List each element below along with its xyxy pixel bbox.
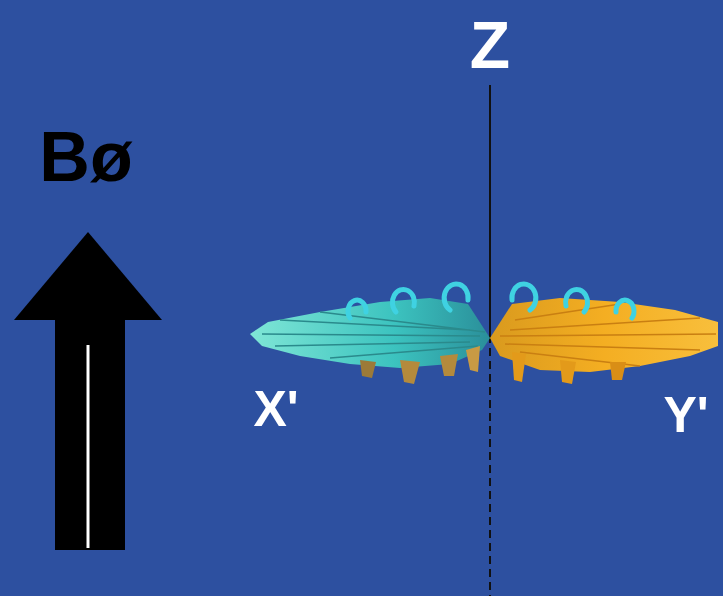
spin-disk-right <box>490 298 718 384</box>
precession-curls <box>348 284 634 318</box>
spin-disk-left <box>250 298 490 384</box>
axis-label: Z <box>470 12 510 78</box>
field-arrow <box>14 232 162 550</box>
axis-label: X' <box>253 384 298 434</box>
z-axis <box>490 85 491 596</box>
field-label: Bø <box>39 122 132 192</box>
axis-label: Y' <box>663 390 708 440</box>
